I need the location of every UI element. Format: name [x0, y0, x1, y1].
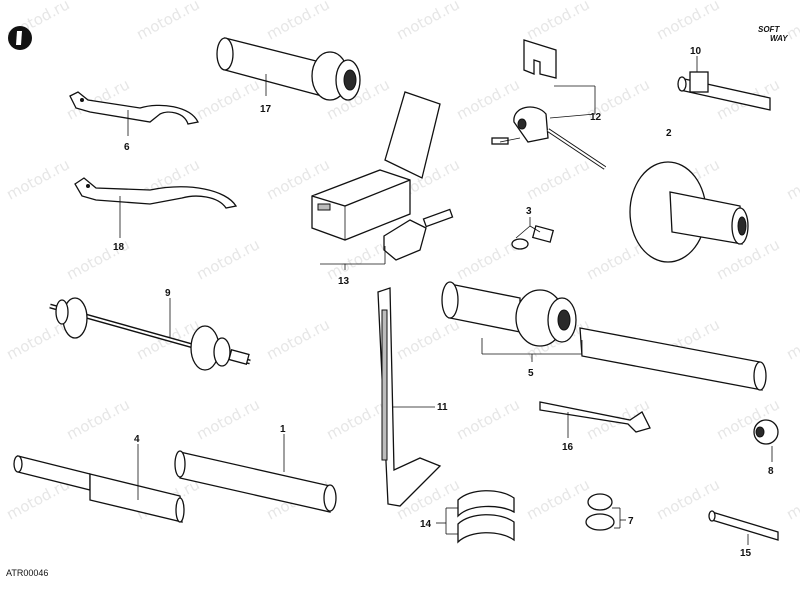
watermark-text: motod.ru	[323, 235, 392, 283]
part-5-drivers	[441, 281, 767, 391]
watermark-text: motod.ru	[783, 475, 800, 523]
drawing-code: ATR00046	[6, 568, 48, 578]
callout-labels: 17 6 18 9 13 12 10 2 3 5 11 16 8 4 1 14 …	[113, 46, 774, 559]
logo-icon	[8, 26, 32, 50]
watermark-text: motod.ru	[783, 155, 800, 203]
brand-mark: SOFT WAY	[758, 25, 788, 43]
watermark-text: motod.ru	[713, 235, 782, 283]
callout-2: 2	[666, 128, 672, 139]
part-3-ring-clip	[511, 225, 555, 250]
callout-9: 9	[165, 288, 171, 299]
watermark-text: motod.ru	[453, 395, 522, 443]
callout-10: 10	[690, 46, 702, 57]
brand-line-1: SOFT	[758, 25, 780, 34]
watermark-text: motod.ru	[653, 0, 722, 44]
brand-line-2: WAY	[770, 34, 788, 43]
callout-6: 6	[124, 142, 130, 153]
watermark-text: motod.ru	[453, 75, 522, 123]
part-1-tube	[174, 450, 337, 513]
callout-18: 18	[113, 242, 125, 253]
part-8-nut	[753, 419, 779, 445]
watermark-text: motod.ru	[63, 395, 132, 443]
part-6-hook-spanner	[69, 91, 199, 125]
callout-16: 16	[562, 442, 574, 453]
watermark-text: motod.ru	[783, 315, 800, 363]
watermark-text: motod.ru	[193, 75, 262, 123]
watermark-text: motod.ru	[523, 0, 592, 44]
watermark-text: motod.ru	[523, 475, 592, 523]
part-13-tool-case	[311, 91, 454, 261]
part-15-pin	[708, 510, 779, 541]
callout-12: 12	[590, 112, 602, 123]
callout-17: 17	[260, 104, 272, 115]
part-4-drift	[13, 455, 185, 523]
callout-15: 15	[740, 548, 752, 559]
callout-11: 11	[437, 402, 448, 413]
part-10-pin	[677, 71, 771, 111]
watermark-text: motod.ru	[263, 315, 332, 363]
callout-8: 8	[768, 466, 774, 477]
callout-14: 14	[420, 519, 432, 530]
watermark-text: motod.ru	[133, 0, 202, 44]
watermark-text: motod.ru	[523, 155, 592, 203]
watermark-text: motod.ru	[263, 0, 332, 44]
watermark-text: motod.ru	[393, 315, 462, 363]
part-12-gauge	[491, 39, 607, 170]
callout-5: 5	[528, 368, 534, 379]
callout-3: 3	[526, 206, 532, 217]
watermark-text: motod.ru	[3, 155, 72, 203]
callout-4: 4	[134, 434, 140, 445]
watermark-text: motod.ru	[193, 235, 262, 283]
watermark-text: motod.ru	[393, 0, 462, 44]
part-18-hook-spanner	[74, 177, 238, 209]
part-14-half-shells	[457, 490, 515, 544]
callout-13: 13	[338, 276, 350, 287]
part-2-flange-sleeve	[629, 161, 749, 263]
part-17-sleeve	[216, 37, 361, 101]
watermark-text: motod.ru	[193, 395, 262, 443]
callout-1: 1	[280, 424, 286, 435]
part-16-wrench	[539, 401, 651, 433]
leader-lines	[119, 56, 773, 545]
part-9-puller	[49, 297, 251, 371]
part-11-bracket	[377, 287, 442, 507]
part-7-adapter	[585, 493, 615, 531]
callout-7: 7	[628, 516, 634, 527]
